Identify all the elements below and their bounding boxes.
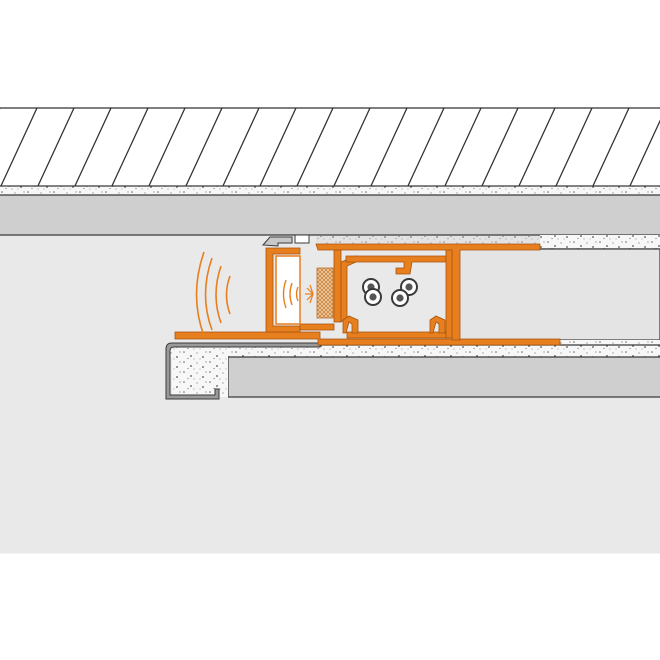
adhesive-bed-right-top <box>540 235 660 249</box>
light-waves-inner <box>282 279 299 309</box>
ceiling-structure <box>0 107 660 186</box>
mounting-bracket <box>261 236 293 247</box>
adhesive-strip-profile <box>316 236 540 244</box>
profile-base-flange <box>174 331 561 346</box>
cable-icon <box>391 289 409 307</box>
spacer-block <box>294 234 310 244</box>
aluminium-profile <box>265 243 541 341</box>
cladding-board-upper <box>0 194 660 236</box>
led-strip <box>316 267 334 319</box>
led-emitter-icon <box>305 284 314 304</box>
cladding-board-lower <box>227 356 660 398</box>
cable-icon <box>364 288 382 306</box>
insert-panel <box>452 248 660 341</box>
light-waves-outer <box>195 251 231 337</box>
edge-trim <box>165 342 321 400</box>
trim-filler <box>172 352 228 397</box>
led-diffuser <box>275 255 301 325</box>
cable-group <box>362 278 418 307</box>
adhesive-bed-upper <box>0 185 660 195</box>
